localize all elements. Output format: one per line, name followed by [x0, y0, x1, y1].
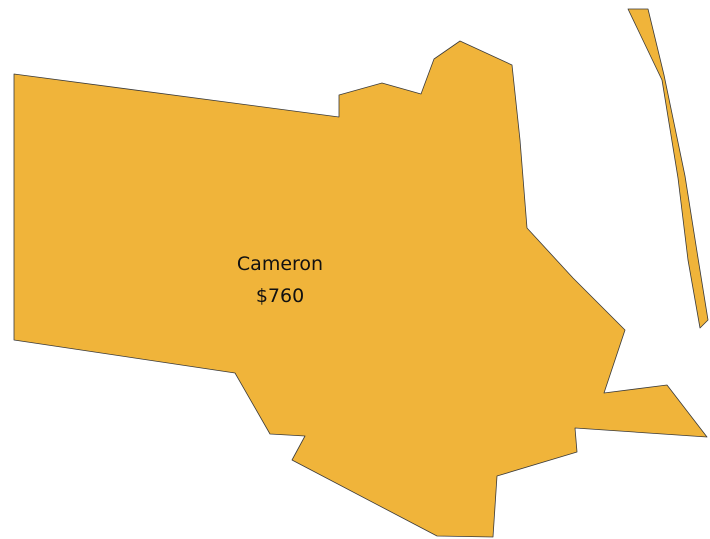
region-name-label: Cameron — [237, 253, 323, 275]
cameron-island-shape[interactable] — [627, 8, 709, 329]
region-value-label: $760 — [256, 285, 304, 307]
cameron-county-shape[interactable] — [13, 40, 708, 538]
